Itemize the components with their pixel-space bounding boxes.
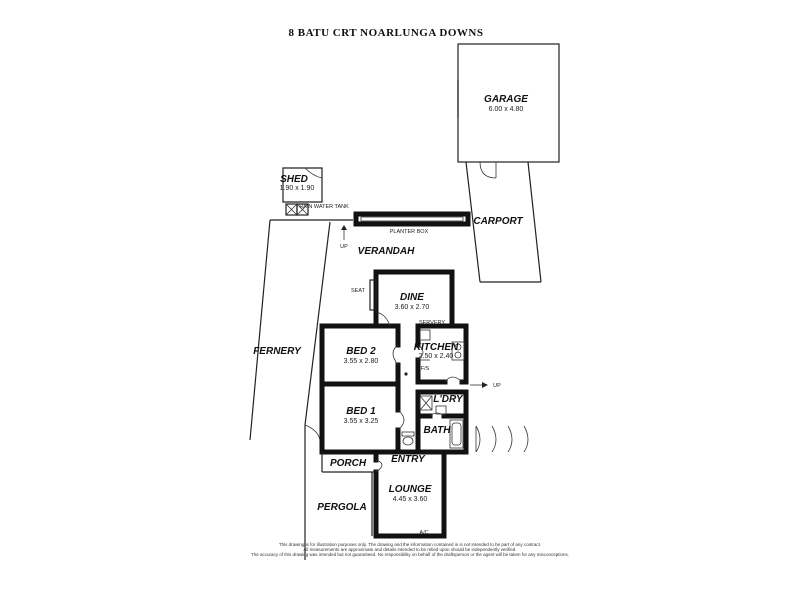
lounge-dim: 4.45 x 3.60 bbox=[393, 496, 428, 503]
shed-dim: 1.90 x 1.90 bbox=[280, 185, 315, 192]
fs-label: F/S bbox=[421, 366, 430, 372]
disclaimer-line-2: All measurements are approximate and det… bbox=[303, 547, 516, 552]
up-arrow-right: UP bbox=[470, 382, 501, 389]
garage-dim: 6.00 x 4.80 bbox=[489, 106, 524, 113]
bath-label: BATH bbox=[423, 425, 451, 436]
planter-box-label: PLANTER BOX bbox=[390, 229, 429, 235]
carport-label: CARPORT bbox=[473, 216, 523, 227]
servery-label: SERVERY bbox=[419, 320, 445, 326]
dine-dim: 3.60 x 2.70 bbox=[395, 304, 430, 311]
up-arrow-left: UP bbox=[340, 225, 348, 250]
kitchen-fixtures bbox=[419, 329, 465, 361]
shed-label: SHED bbox=[280, 174, 308, 185]
garage: GARAGE 6.00 x 4.80 bbox=[457, 43, 560, 179]
lounge-label: LOUNGE bbox=[389, 484, 432, 495]
dine-label: DINE bbox=[400, 292, 424, 303]
laundry-fixtures bbox=[419, 395, 447, 415]
planter-box: PLANTER BOX bbox=[353, 211, 471, 235]
disclaimer-line-3: The accuracy of this drawing was intende… bbox=[251, 552, 569, 557]
bed1-dim: 3.55 x 3.25 bbox=[344, 418, 379, 425]
door-swings bbox=[375, 311, 529, 473]
entry-label: ENTRY bbox=[391, 454, 426, 465]
seat-label: SEAT bbox=[351, 288, 366, 294]
kitchen-label: KITCHEN bbox=[414, 342, 459, 353]
bath-fixtures bbox=[401, 419, 464, 449]
ldry-label: L'DRY bbox=[433, 394, 464, 405]
ac-label: A/C bbox=[419, 530, 428, 536]
disclaimer-line-1: This drawing is for illustration purpose… bbox=[279, 542, 541, 547]
verandah-label: VERANDAH bbox=[358, 246, 415, 257]
shed: SHED 1.90 x 1.90 bbox=[280, 167, 323, 203]
fernery-label: FERNERY bbox=[253, 346, 302, 357]
house-walls bbox=[319, 269, 469, 539]
seat: SEAT bbox=[351, 279, 377, 311]
pergola-label: PERGOLA bbox=[317, 502, 366, 513]
up-label-left: UP bbox=[340, 244, 348, 250]
rain-water-tank: RAIN WATER TANK bbox=[285, 203, 349, 216]
carport: CARPORT bbox=[465, 161, 542, 283]
up-label-right: UP bbox=[493, 383, 501, 389]
porch-label: PORCH bbox=[330, 458, 367, 469]
fernery-area: FERNERY bbox=[249, 219, 353, 560]
plan-title: 8 BATU CRT NOARLUNGA DOWNS bbox=[289, 27, 484, 39]
light-point bbox=[404, 372, 408, 376]
kitchen-dim: 2.50 x 2.40 bbox=[419, 353, 454, 360]
rain-water-tank-label: RAIN WATER TANK bbox=[299, 204, 349, 210]
bed1-label: BED 1 bbox=[346, 406, 376, 417]
bed2-label: BED 2 bbox=[346, 346, 376, 357]
garage-label: GARAGE bbox=[484, 94, 528, 105]
bed2-dim: 3.55 x 2.80 bbox=[344, 358, 379, 365]
